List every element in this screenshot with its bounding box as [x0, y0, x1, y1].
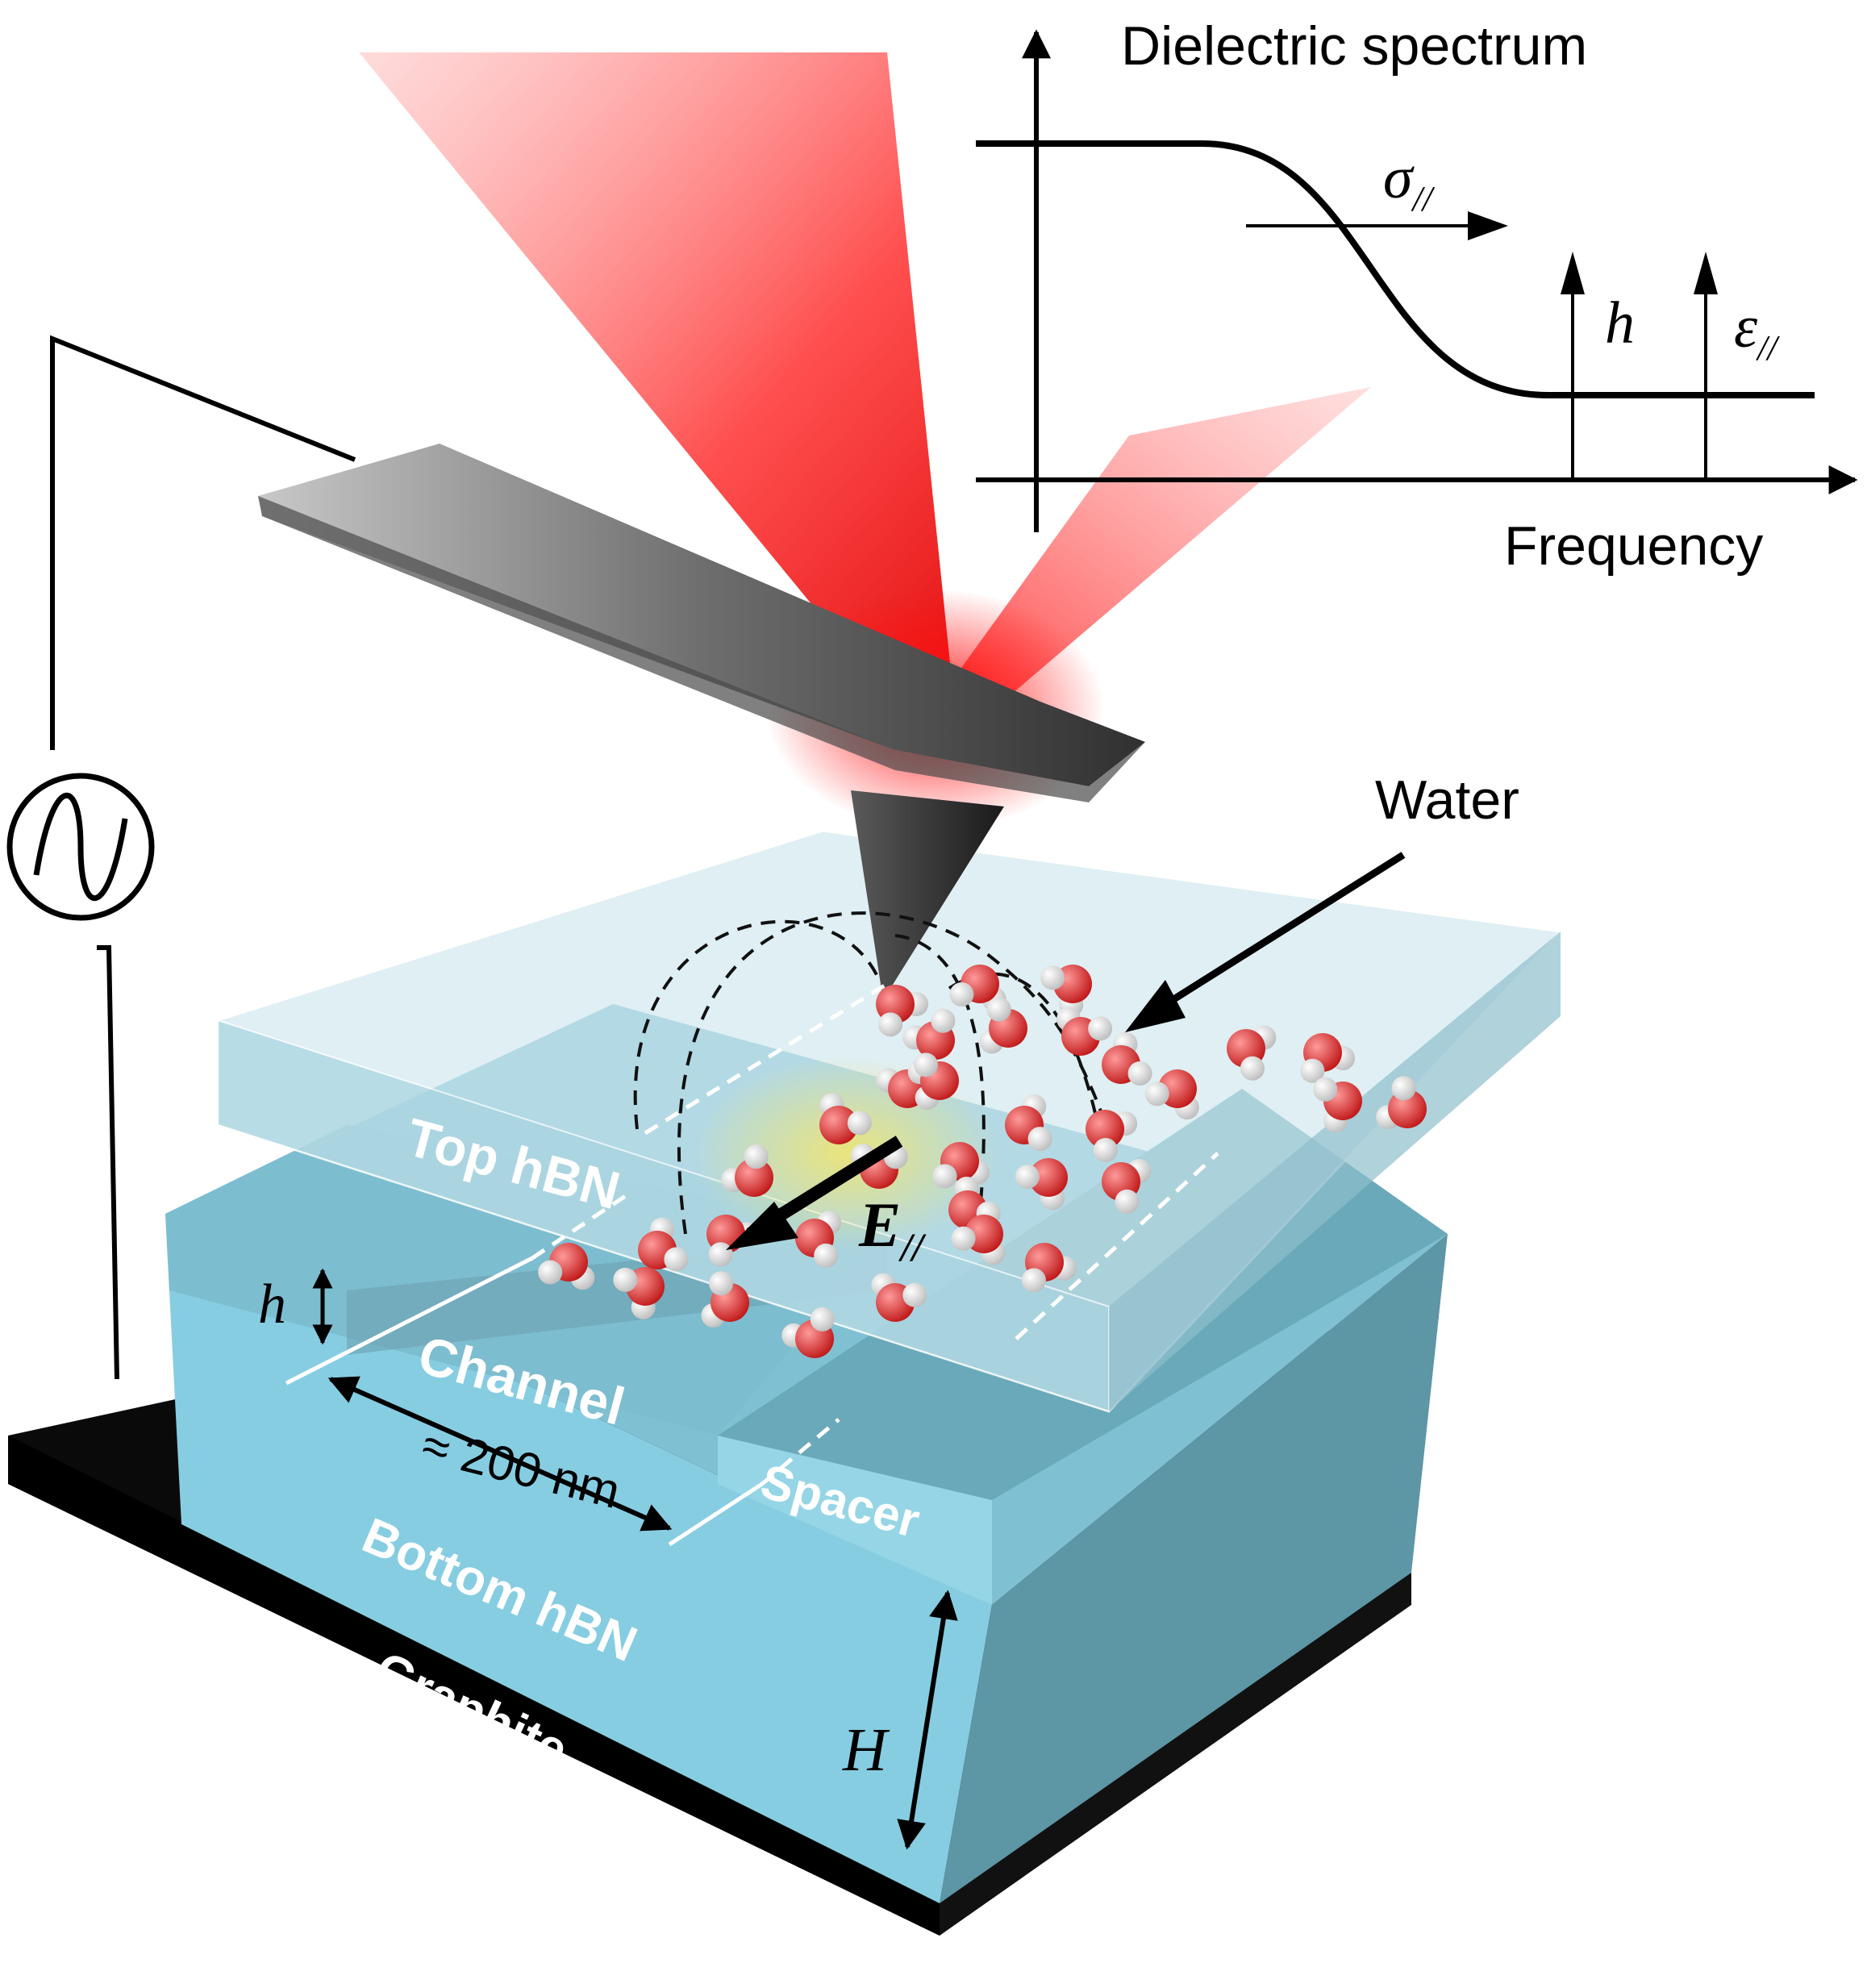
epsilon-marker-arrow [1694, 252, 1718, 480]
water-molecules [538, 965, 1427, 1358]
water-pointer-arrow [1125, 852, 1406, 1032]
water-molecule [613, 1267, 665, 1319]
water-molecule [871, 1273, 927, 1322]
height-H-label: H [842, 1716, 890, 1784]
water-molecule [1102, 1032, 1152, 1086]
water-molecule [902, 1008, 956, 1060]
water-molecule [1021, 1243, 1077, 1293]
water-molecule [1005, 1094, 1052, 1152]
channel-width-marker [327, 1376, 673, 1532]
inset-axes [976, 29, 1858, 532]
water-molecule [876, 985, 928, 1037]
water-molecule [951, 1215, 1006, 1265]
epsilon-marker-label: ε// [1734, 294, 1780, 368]
water-molecule [1086, 1110, 1138, 1162]
ac-source-icon [6, 773, 155, 921]
afm-tip-icon [258, 444, 1145, 1000]
sigma-arrow [1246, 211, 1508, 240]
channel-guides [285, 981, 1219, 1547]
water-molecule [979, 997, 1027, 1054]
field-arrow [726, 1136, 903, 1250]
water-molecule [1056, 1007, 1113, 1056]
water-molecule [1144, 1069, 1199, 1120]
water-molecule [1102, 1159, 1152, 1214]
water-molecule [1015, 1158, 1068, 1211]
water-molecule [819, 1093, 872, 1144]
frequency-axis-label: Frequency [1504, 515, 1763, 577]
water-molecule [701, 1271, 749, 1328]
spectrum-curve [976, 140, 1815, 398]
h-marker-arrow [1561, 252, 1585, 480]
water-molecule [781, 1307, 835, 1358]
height-h-label: h [258, 1273, 286, 1336]
field-label: E// [858, 1190, 927, 1269]
water-molecule [1300, 1033, 1355, 1083]
dielectric-spectrum-inset: Dielectric spectrum σ// h ε// Frequency [976, 15, 1858, 577]
water-molecule [1227, 1025, 1277, 1081]
water-molecule [538, 1243, 595, 1290]
sigma-label: σ// [1383, 145, 1436, 219]
water-label: Water [1375, 769, 1519, 831]
water-molecule [913, 1052, 959, 1111]
water-molecule [1313, 1077, 1362, 1133]
water-molecule [795, 1211, 842, 1268]
water-molecule [1376, 1076, 1427, 1130]
h-marker-label: h [1605, 290, 1635, 356]
inset-title: Dielectric spectrum [1121, 15, 1587, 77]
circuit-wire [50, 335, 356, 1380]
height-H-marker [897, 1590, 958, 1850]
water-molecule [721, 1144, 773, 1197]
water-molecule [638, 1217, 689, 1272]
